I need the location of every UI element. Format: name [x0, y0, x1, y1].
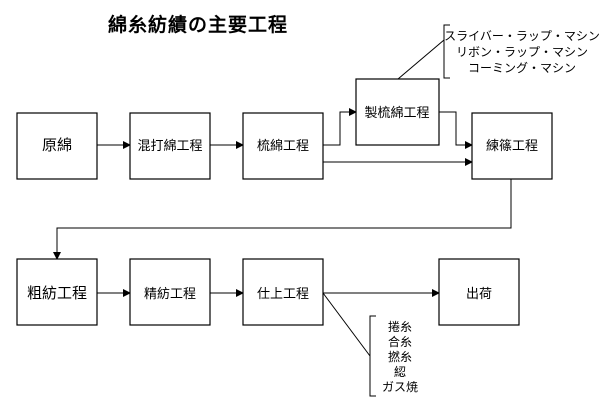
- label-konda: 混打綿工程: [137, 139, 202, 154]
- label-shukka: 出荷: [466, 287, 492, 302]
- process-labels: 原綿 混打綿工程 梳綿工程 製梳綿工程 練篠工程 粗紡工程 精紡工程 仕上工程 …: [27, 106, 538, 302]
- arrow-renjo-sobo: [53, 179, 512, 260]
- machine-note-line: コーミング・マシン: [468, 61, 576, 75]
- machines-bracket: [443, 24, 450, 79]
- machines-leader: [397, 39, 445, 80]
- finishing-note-line: 捲糸: [388, 320, 412, 334]
- box-seiryu: [355, 78, 440, 146]
- box-shiage: [242, 258, 324, 326]
- label-shiage: 仕上工程: [257, 287, 309, 302]
- box-sobo: [16, 258, 98, 326]
- box-seibo: [129, 258, 211, 326]
- finishing-bracket: [369, 315, 376, 397]
- box-konda: [129, 112, 211, 180]
- label-sobo: 粗紡工程: [27, 284, 87, 302]
- label-seibo: 精紡工程: [144, 287, 196, 302]
- arrow-seiryu-renjo: [439, 111, 473, 149]
- finishing-note: 捲糸 合糸 撚糸 綛 ガス焼: [382, 320, 418, 394]
- finishing-note-line: 撚糸: [388, 350, 412, 364]
- machine-note-line: リボン・ラップ・マシン: [456, 45, 588, 59]
- machine-note-line: スライバー・ラップ・マシン: [444, 29, 600, 43]
- diagram-title: 綿糸紡績の主要工程: [108, 14, 289, 36]
- box-ryumen: [242, 112, 324, 180]
- box-renjo: [471, 112, 553, 180]
- connectors: [53, 24, 512, 397]
- label-seiryu: 製梳綿工程: [364, 106, 429, 121]
- process-boxes: [16, 78, 553, 326]
- machines-note: スライバー・ラップ・マシン リボン・ラップ・マシン コーミング・マシン: [444, 29, 600, 75]
- finishing-note-line: ガス焼: [382, 380, 418, 394]
- box-shukka: [438, 258, 520, 326]
- label-renjo: 練篠工程: [486, 139, 538, 154]
- finishing-note-line: 合糸: [388, 334, 412, 349]
- label-ryumen: 梳綿工程: [257, 139, 309, 154]
- label-genmen: 原綿: [42, 136, 72, 154]
- box-genmen: [16, 112, 98, 180]
- finishing-leader: [322, 292, 371, 357]
- arrow-ryumen-seiryu: [323, 108, 357, 146]
- finishing-note-line: 綛: [394, 365, 406, 379]
